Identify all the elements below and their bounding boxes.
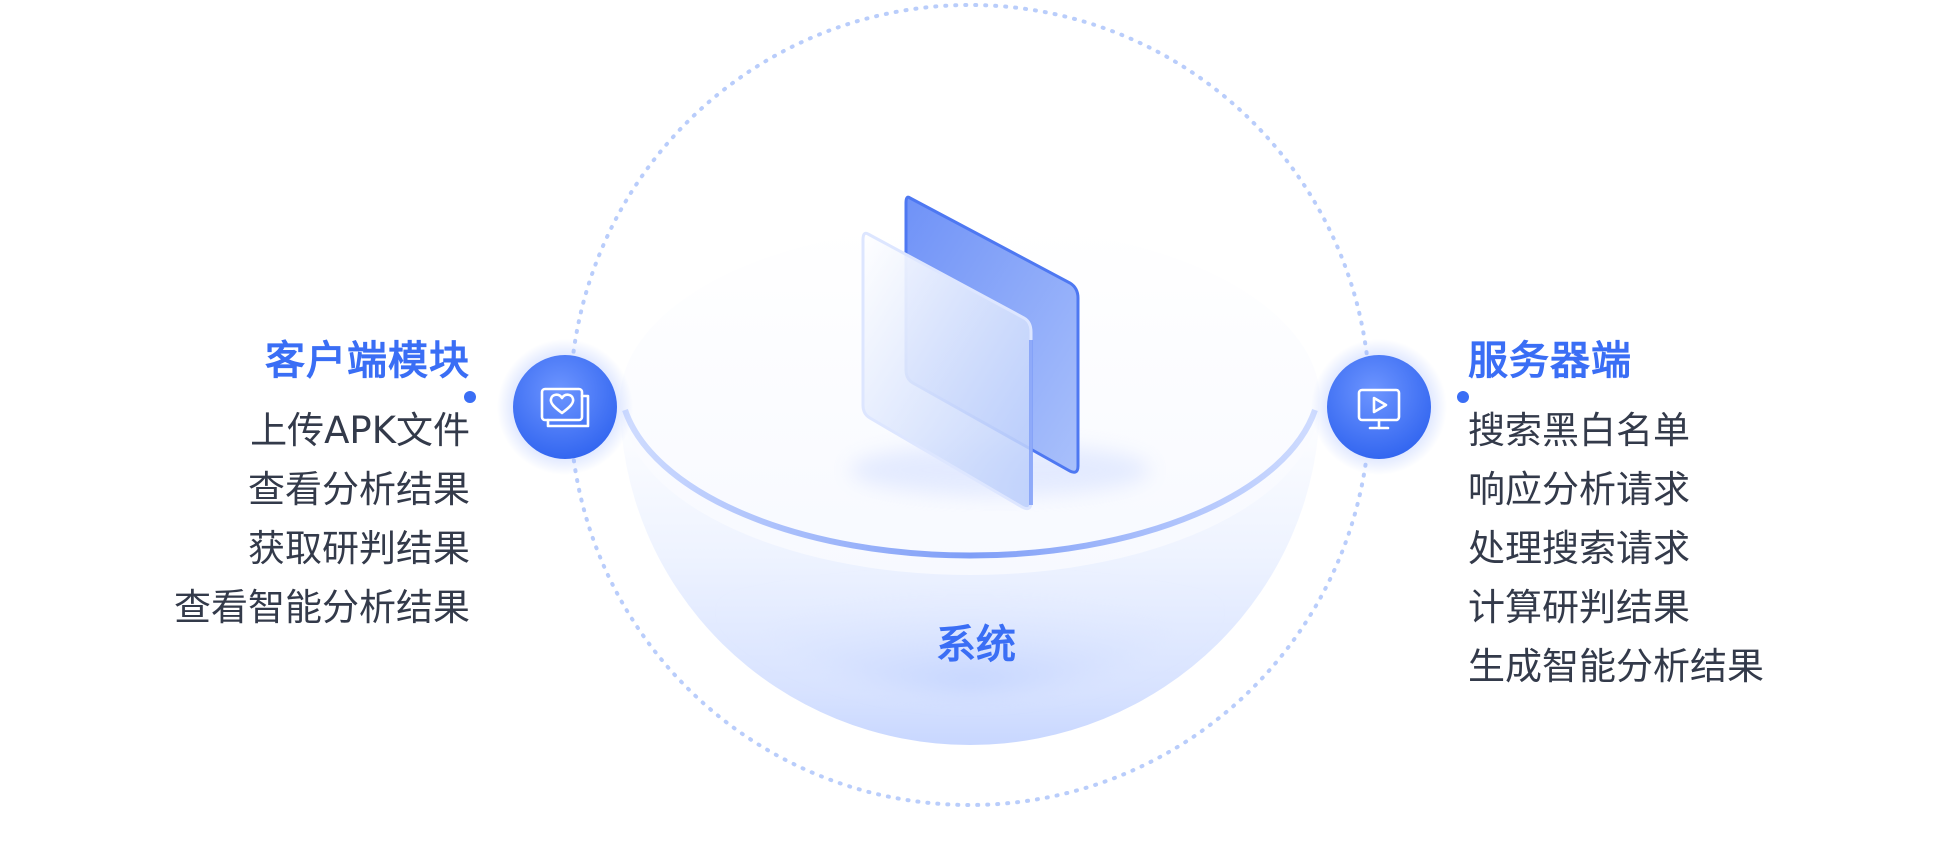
server-function-list: 搜索黑白名单 响应分析请求 处理搜索请求 计算研判结果 生成智能分析结果	[1468, 401, 1764, 696]
list-item: 响应分析请求	[1468, 468, 1690, 511]
server-connector-dot	[1457, 391, 1469, 403]
photo-heart-icon	[540, 387, 590, 428]
client-connector-dot	[464, 391, 476, 403]
client-module-panel: 客户端模块 上传APK文件 查看分析结果 获取研判结果 查看智能分析结果	[174, 335, 470, 637]
system-label: 系统	[936, 622, 1016, 668]
server-node	[1311, 339, 1447, 475]
client-module-title: 客户端模块	[265, 338, 470, 384]
client-function-list: 上传APK文件 查看分析结果 获取研判结果 查看智能分析结果	[174, 401, 470, 637]
list-item: 搜索黑白名单	[1468, 409, 1690, 452]
list-item: 生成智能分析结果	[1468, 645, 1764, 688]
list-item: 上传APK文件	[250, 409, 470, 452]
list-item: 查看智能分析结果	[174, 586, 470, 629]
list-item: 获取研判结果	[248, 527, 470, 570]
list-item: 查看分析结果	[248, 468, 470, 511]
glass-cards-graphic	[850, 195, 1150, 511]
list-item: 计算研判结果	[1468, 586, 1690, 629]
client-node	[497, 339, 633, 475]
list-item: 处理搜索请求	[1468, 527, 1690, 570]
server-panel: 服务器端 搜索黑白名单 响应分析请求 处理搜索请求 计算研判结果 生成智能分析结…	[1468, 335, 1764, 696]
monitor-play-icon	[1357, 388, 1401, 430]
server-title: 服务器端	[1468, 338, 1632, 384]
